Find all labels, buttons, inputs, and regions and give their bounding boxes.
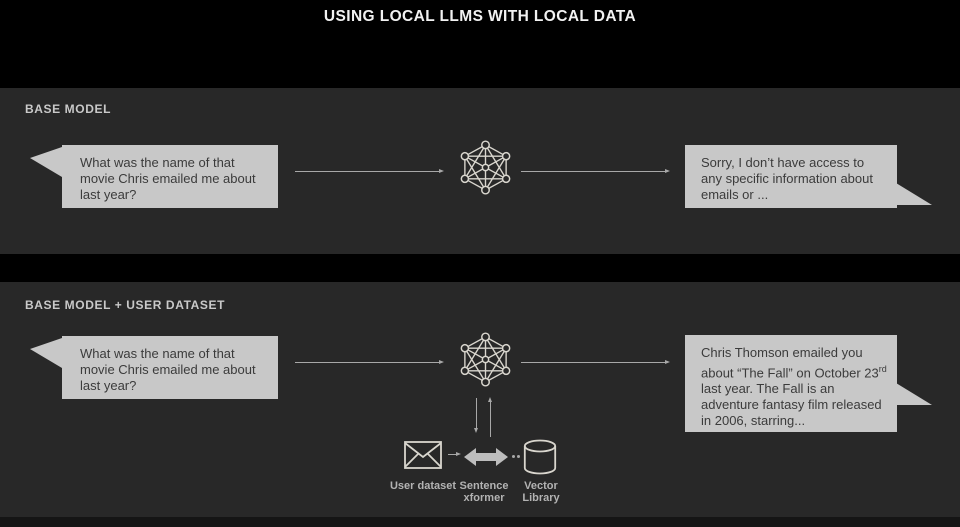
- arrow-model-to-response: [521, 360, 670, 364]
- neural-network-icon: [458, 332, 513, 392]
- speech-tail-left: [30, 147, 62, 177]
- database-cylinder-icon: [523, 439, 557, 475]
- envelope-icon: [404, 441, 442, 469]
- panel2-prompt-text: What was the name of that movie Chris em…: [80, 346, 256, 393]
- ordinal-superscript: rd: [878, 364, 887, 374]
- double-arrow-icon: [464, 448, 508, 466]
- arrow-pipeline-to-model: [488, 397, 492, 437]
- label-sentence-xformer: Sentence xformer: [459, 480, 509, 504]
- panel1-prompt-text: What was the name of that movie Chris em…: [80, 155, 256, 202]
- panel2-response-text: Chris Thomson emailed you about “The Fal…: [701, 345, 887, 429]
- neural-network-icon: [458, 140, 513, 200]
- speech-tail-right: [896, 383, 932, 405]
- speech-tail-right: [896, 183, 932, 205]
- dot: [517, 455, 520, 458]
- arrow-model-to-response: [521, 169, 670, 173]
- label-user-dataset: User dataset: [389, 480, 457, 492]
- base-model-panel: BASE MODEL What was the name of that mov…: [0, 88, 960, 254]
- bottom-edge: [0, 517, 960, 527]
- panel1-response-text: Sorry, I don’t have access to any specif…: [701, 155, 873, 202]
- arrow-dataset-to-xformer: [448, 452, 461, 456]
- arrow-prompt-to-model: [295, 169, 444, 173]
- label-vector-library: Vector Library: [522, 480, 560, 504]
- panel2-prompt-bubble: What was the name of that movie Chris em…: [30, 336, 278, 399]
- base-model-user-dataset-panel: BASE MODEL + USER DATASET What was the n…: [0, 282, 960, 527]
- panel2-header: BASE MODEL + USER DATASET: [25, 298, 226, 312]
- dot: [512, 455, 515, 458]
- panel2-response-bubble: Chris Thomson emailed you about “The Fal…: [685, 335, 932, 432]
- panel1-response-bubble: Sorry, I don’t have access to any specif…: [685, 145, 932, 208]
- page-title: USING LOCAL LLMS WITH LOCAL DATA: [323, 8, 637, 25]
- arrow-prompt-to-model: [295, 360, 444, 364]
- arrow-model-to-pipeline: [474, 398, 478, 433]
- speech-tail-left: [30, 338, 62, 368]
- panel1-header: BASE MODEL: [25, 102, 112, 116]
- panel1-prompt-bubble: What was the name of that movie Chris em…: [30, 145, 278, 208]
